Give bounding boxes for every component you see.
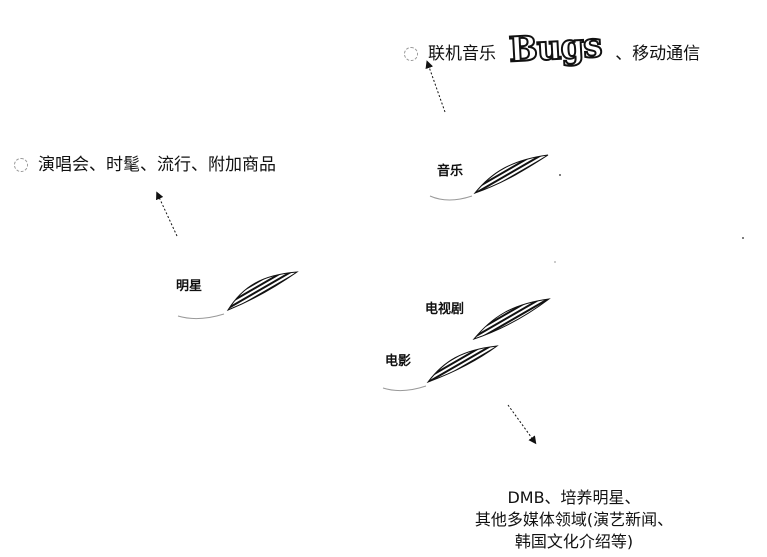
dmb-line-3: 韩国文化介绍等) bbox=[514, 532, 634, 551]
music-feather-base bbox=[429, 195, 473, 201]
bullet-icon bbox=[14, 158, 28, 172]
movie-feather-base bbox=[382, 385, 427, 392]
mobile-communication-label: 、移动通信 bbox=[615, 44, 701, 64]
node-music: 音乐 bbox=[437, 164, 464, 179]
tvdrama-feather-shape bbox=[472, 298, 551, 341]
speck bbox=[742, 237, 744, 239]
arrow-movie-to-dmb bbox=[507, 404, 537, 445]
arrow-music-to-online bbox=[425, 60, 446, 113]
bugs-logo: Bugs bbox=[507, 25, 603, 72]
node-star: 明星 bbox=[176, 279, 203, 294]
dmb-line-2: 其他多媒体领域(演艺新闻、 bbox=[474, 510, 674, 529]
speck bbox=[559, 174, 561, 176]
arrow-star-to-concert bbox=[156, 191, 178, 237]
concert-label-group: 演唱会、时髦、流行、附加商品 bbox=[14, 150, 276, 175]
star-feather-base bbox=[177, 313, 225, 320]
node-movie: 电影 bbox=[385, 354, 412, 369]
dmb-line-1: DMB、培养明星、 bbox=[507, 488, 641, 507]
concert-label: 演唱会、时髦、流行、附加商品 bbox=[38, 155, 276, 175]
movie-feather-shape bbox=[426, 345, 499, 384]
speck bbox=[554, 261, 556, 263]
dmb-description: DMB、培养明星、 其他多媒体领域(演艺新闻、 韩国文化介绍等) bbox=[454, 487, 694, 553]
online-music-label: 联机音乐 bbox=[428, 44, 496, 64]
online-music-label-group: 联机音乐 Bugs 、移动通信 bbox=[404, 25, 701, 72]
star-feather-shape bbox=[226, 271, 299, 312]
music-feather-shape bbox=[473, 154, 549, 195]
bullet-icon bbox=[404, 47, 418, 61]
node-tv-drama: 电视剧 bbox=[425, 302, 465, 317]
